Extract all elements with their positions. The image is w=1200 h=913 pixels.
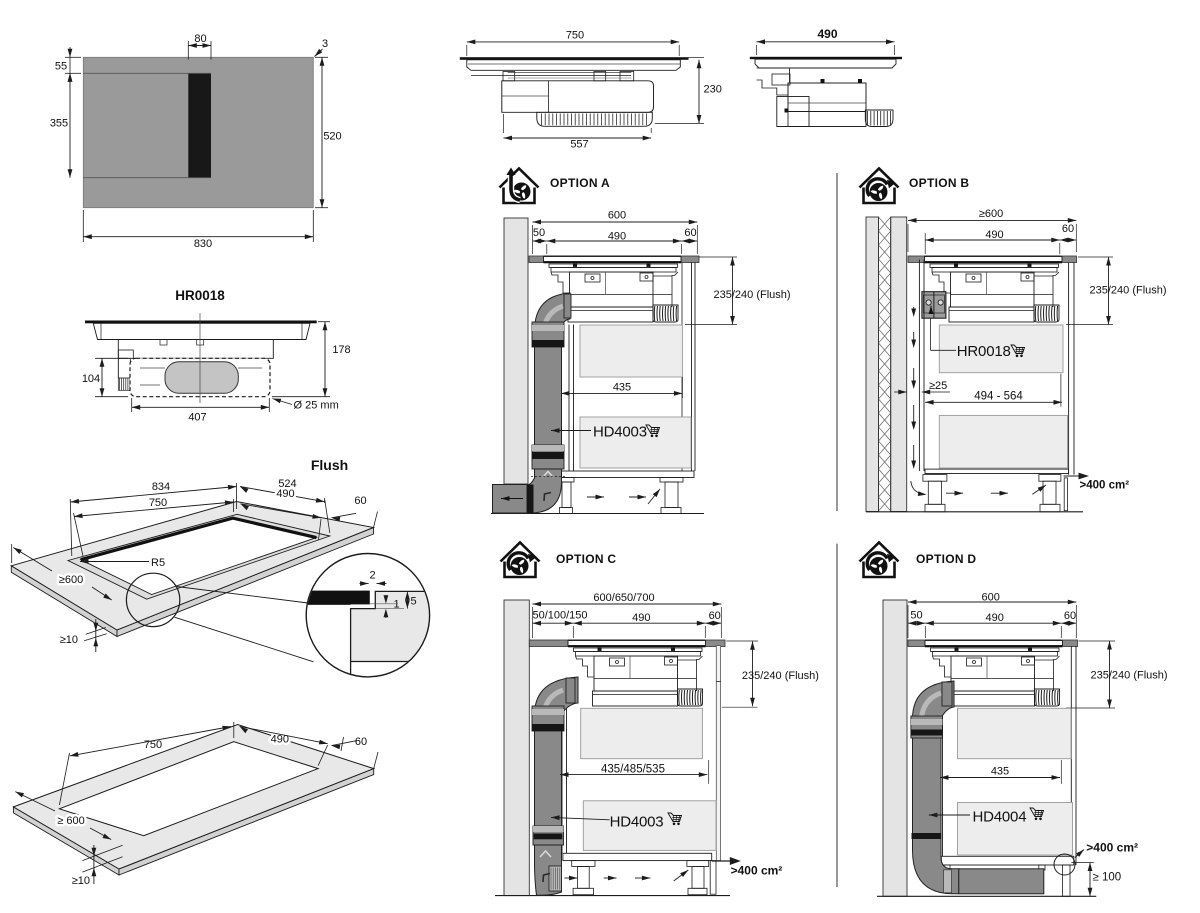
svg-text:50: 50 [910,610,922,622]
svg-text:≥ 600: ≥ 600 [57,815,84,827]
svg-text:104: 104 [82,373,100,385]
svg-text:600/650/700: 600/650/700 [593,592,654,604]
svg-text:178: 178 [332,344,350,356]
svg-text:2: 2 [369,570,375,582]
svg-text:HD4003: HD4003 [593,424,647,441]
svg-text:490: 490 [817,27,837,41]
svg-text:>400 cm²: >400 cm² [731,864,783,878]
svg-text:834: 834 [152,481,170,493]
svg-text:490: 490 [986,612,1004,624]
svg-text:Flush: Flush [311,457,348,473]
svg-text:80: 80 [194,33,206,45]
svg-text:HR0018: HR0018 [957,343,1011,360]
svg-text:R5: R5 [151,557,165,569]
svg-text:≥10: ≥10 [72,875,90,887]
svg-text:OPTION A: OPTION A [550,176,610,190]
svg-text:235/240 (Flush): 235/240 (Flush) [1091,670,1168,682]
svg-text:HR0018: HR0018 [175,288,225,303]
svg-text:435: 435 [613,382,631,394]
svg-text:750: 750 [566,30,584,42]
svg-text:50: 50 [533,227,545,239]
svg-text:OPTION D: OPTION D [916,552,976,566]
svg-text:60: 60 [684,227,696,239]
svg-text:≥10: ≥10 [60,634,78,646]
svg-text:OPTION C: OPTION C [556,552,616,566]
svg-text:50/100/150: 50/100/150 [532,610,587,622]
svg-text:OPTION B: OPTION B [909,176,969,190]
svg-text:490: 490 [608,231,626,243]
svg-text:>400 cm²: >400 cm² [1086,840,1138,854]
svg-text:407: 407 [188,412,206,424]
svg-text:235/240 (Flush): 235/240 (Flush) [714,289,791,301]
svg-text:600: 600 [608,210,626,222]
svg-text:435: 435 [991,766,1009,778]
svg-text:≥600: ≥600 [979,208,1003,220]
svg-text:≥600: ≥600 [59,574,83,586]
svg-text:60: 60 [1062,223,1074,235]
svg-text:524: 524 [278,478,296,490]
svg-text:Ø 25 mm: Ø 25 mm [294,400,339,412]
svg-text:HD4003: HD4003 [610,814,664,831]
svg-text:60: 60 [1064,610,1076,622]
svg-text:235/240 (Flush): 235/240 (Flush) [1090,285,1167,297]
svg-text:60: 60 [709,610,721,622]
svg-text:435/485/535: 435/485/535 [601,764,665,776]
svg-text:55: 55 [55,61,67,73]
svg-text:3: 3 [322,38,328,50]
svg-text:230: 230 [704,84,722,96]
svg-text:235/240 (Flush): 235/240 (Flush) [742,670,819,682]
svg-text:60: 60 [355,736,367,748]
svg-text:490: 490 [276,488,294,500]
svg-text:750: 750 [149,497,167,509]
svg-text:≥ 100: ≥ 100 [1093,872,1122,884]
svg-text:490: 490 [985,229,1003,241]
svg-text:≥25: ≥25 [929,380,947,392]
svg-text:355: 355 [50,118,68,130]
svg-text:HD4004: HD4004 [973,809,1027,826]
svg-text:600: 600 [982,592,1000,604]
svg-text:5: 5 [411,596,417,608]
svg-text:490: 490 [632,612,650,624]
svg-text:557: 557 [570,139,588,151]
svg-text:1: 1 [394,599,400,611]
svg-text:520: 520 [323,131,341,143]
svg-text:494 - 564: 494 - 564 [974,391,1023,403]
svg-text:>400 cm²: >400 cm² [1080,480,1130,492]
svg-text:830: 830 [194,238,212,250]
svg-text:60: 60 [354,495,366,507]
